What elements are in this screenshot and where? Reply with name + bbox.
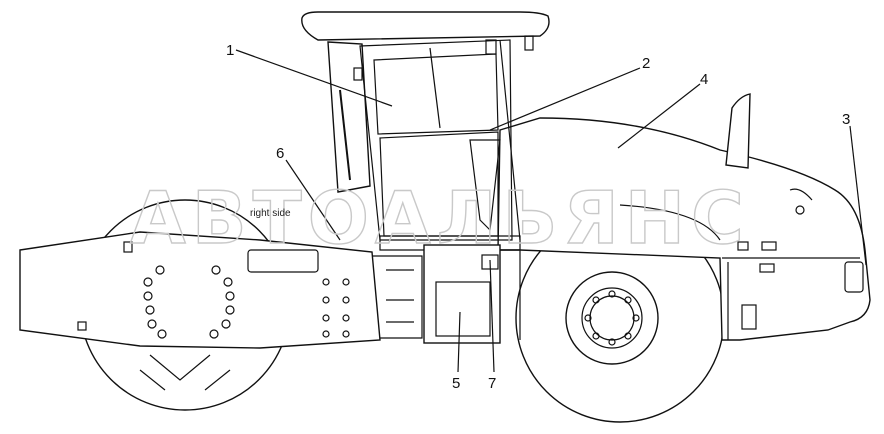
callout-4: 4: [700, 71, 708, 88]
callout-7: 7: [488, 375, 496, 392]
callout-3: 3: [842, 111, 850, 128]
leader-3: [849, 125, 867, 266]
leader-lines: [235, 49, 867, 373]
leader-4: [617, 83, 701, 149]
callout-5: 5: [452, 375, 460, 392]
leader-2: [489, 67, 641, 131]
callout-6: 6: [276, 145, 284, 162]
rear-wheel: [515, 213, 725, 423]
articulation-area: [372, 244, 521, 344]
front-frame: [19, 231, 381, 349]
callout-2: 2: [642, 55, 650, 72]
leader-5: [457, 311, 461, 373]
right-side-label: right side: [250, 208, 291, 219]
leader-6: [285, 159, 341, 241]
engine-hood: [497, 117, 871, 341]
leader-1: [235, 49, 393, 107]
callout-1: 1: [226, 42, 234, 59]
leader-7: [489, 259, 495, 373]
exhaust-pipe: [725, 93, 751, 169]
watermark-text: АВТОАЛЬЯНС: [130, 176, 750, 260]
